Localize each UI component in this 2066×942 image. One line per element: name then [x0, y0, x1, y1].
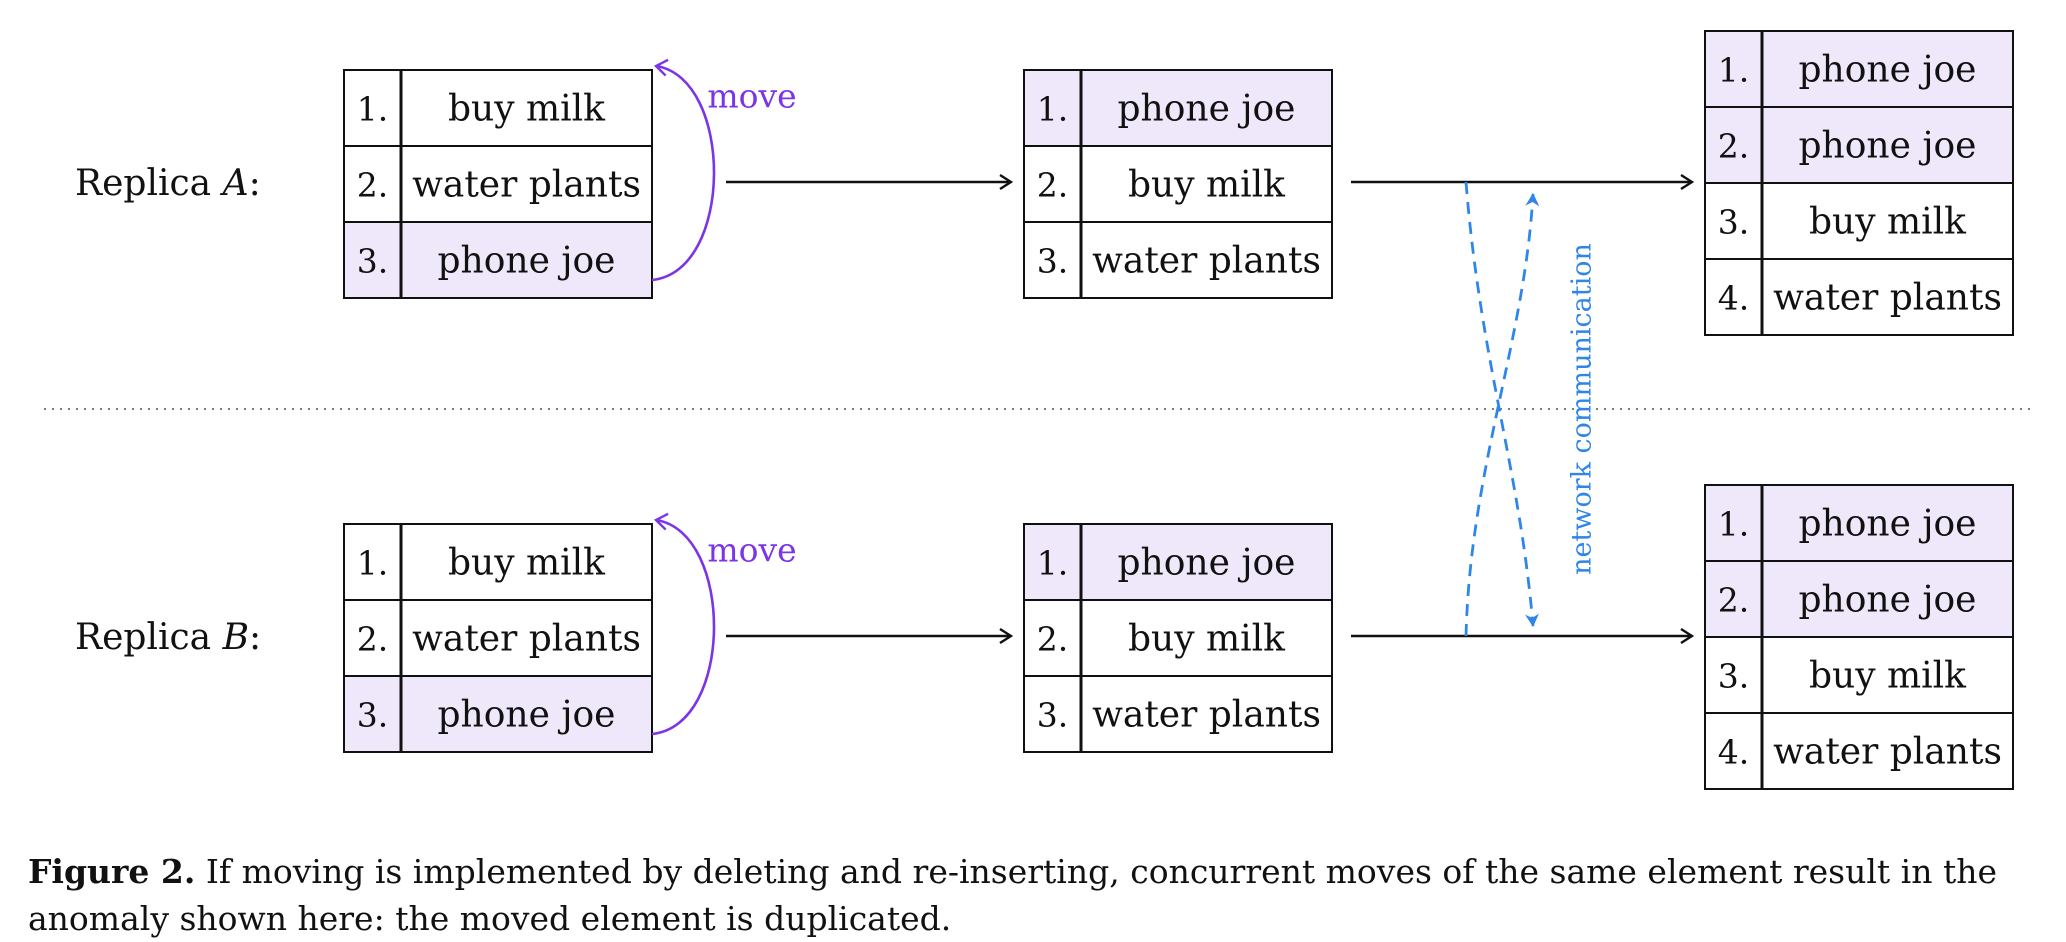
- list-item-text: buy milk: [1128, 619, 1286, 660]
- caption-lead: Figure 2.: [28, 852, 196, 891]
- network-arrow-b-to-a: [1464, 193, 1540, 637]
- move-arrow: [651, 512, 716, 736]
- list-item-number: 4.: [1718, 279, 1750, 318]
- list-item-number: 3.: [1718, 203, 1750, 242]
- list-item-number: 3.: [1718, 657, 1750, 696]
- list-item-text: water plants: [1092, 241, 1321, 282]
- list-item-text: buy milk: [448, 89, 606, 130]
- replica-label-variable: A: [220, 163, 249, 204]
- list-item-number: 2.: [1718, 127, 1750, 166]
- list-cell-text-bg: [400, 523, 653, 601]
- list-table: 1. buy milk 2. water plants 3. phone joe: [343, 523, 653, 753]
- list-cell-num-bg: [343, 221, 402, 299]
- list-item-text: water plants: [412, 165, 641, 206]
- network-label: network communication: [1567, 243, 1598, 575]
- replica-label-suffix: :: [249, 163, 261, 204]
- list-item-number: 3.: [357, 242, 389, 281]
- list-item-text: buy milk: [1809, 202, 1967, 243]
- list-cell-num-bg: [343, 599, 402, 677]
- list-cell-num-bg: [1023, 523, 1082, 601]
- list-cell-num-bg: [1704, 106, 1763, 184]
- list-cell-num-bg: [343, 69, 402, 147]
- replica-label: Replica B:: [75, 617, 261, 658]
- list-item-text: water plants: [1773, 732, 2002, 773]
- replica-label-prefix: Replica: [75, 617, 223, 658]
- replication-diagram: 1. buy milk 2. water plants 3. phone joe 1. pho…: [44, 30, 2034, 790]
- list-cell-text-bg: [1761, 30, 2014, 108]
- list-item-number: 3.: [357, 696, 389, 735]
- list-cell-text-bg: [1761, 484, 2014, 562]
- list-item-text: phone joe: [438, 241, 616, 282]
- move-arrow: [651, 58, 716, 282]
- list-cell-num-bg: [343, 675, 402, 753]
- list-table: 1. buy milk 2. water plants 3. phone joe: [343, 69, 653, 299]
- list-item-text: phone joe: [438, 695, 616, 736]
- list-cell-text-bg: [1761, 636, 2014, 714]
- list-cell-text-bg: [1761, 182, 2014, 260]
- move-label: move: [707, 77, 796, 116]
- list-cell-num-bg: [1704, 182, 1763, 260]
- list-cell-num-bg: [1023, 221, 1082, 299]
- list-item-text: phone joe: [1118, 543, 1296, 584]
- list-cell-text-bg: [1080, 675, 1333, 753]
- replica-label-suffix: :: [249, 617, 261, 658]
- list-item-number: 1.: [1037, 90, 1069, 129]
- list-cell-text-bg: [1080, 145, 1333, 223]
- list-item-text: phone joe: [1118, 89, 1296, 130]
- list-cell-num-bg: [343, 523, 402, 601]
- list-cell-text-bg: [400, 145, 653, 223]
- list-item-number: 3.: [1037, 242, 1069, 281]
- list-item-text: buy milk: [1809, 656, 1967, 697]
- replica-label-prefix: Replica: [75, 163, 223, 204]
- list-cell-text-bg: [1080, 523, 1333, 601]
- list-item-text: buy milk: [1128, 165, 1286, 206]
- list-cell-text-bg: [400, 675, 653, 753]
- network-arrow-a-to-b: [1464, 181, 1539, 627]
- list-item-number: 3.: [1037, 696, 1069, 735]
- list-item-text: water plants: [1092, 695, 1321, 736]
- list-item-number: 1.: [357, 90, 389, 129]
- list-item-number: 4.: [1718, 733, 1750, 772]
- list-cell-text-bg: [1761, 712, 2014, 790]
- list-item-text: buy milk: [448, 543, 606, 584]
- list-item-number: 2.: [1718, 581, 1750, 620]
- list-table: 1. phone joe 2. phone joe 3. buy milk 4. water …: [1704, 30, 2014, 336]
- list-table: 1. phone joe 2. buy milk 3. water plants: [1023, 69, 1333, 299]
- list-item-number: 2.: [1037, 166, 1069, 205]
- list-item-number: 1.: [1037, 544, 1069, 583]
- replica-label: Replica A:: [75, 163, 261, 204]
- list-cell-text-bg: [1080, 221, 1333, 299]
- list-item-number: 2.: [357, 166, 389, 205]
- list-cell-num-bg: [1023, 145, 1082, 223]
- list-table: 1. phone joe 2. phone joe 3. buy milk 4. water …: [1704, 484, 2014, 790]
- list-table: 1. phone joe 2. buy milk 3. water plants: [1023, 523, 1333, 753]
- list-item-text: phone joe: [1799, 50, 1977, 91]
- replica-label-variable: B: [222, 617, 249, 658]
- list-cell-text-bg: [400, 599, 653, 677]
- caption-text: If moving is implemented by deleting and…: [28, 852, 1998, 938]
- list-item-text: phone joe: [1799, 504, 1977, 545]
- figure-caption: Figure 2. If moving is implemented by de…: [28, 848, 2048, 942]
- list-item-text: phone joe: [1799, 126, 1977, 167]
- list-item-number: 2.: [1037, 620, 1069, 659]
- list-item-number: 2.: [357, 620, 389, 659]
- move-label: move: [707, 531, 796, 570]
- list-item-text: phone joe: [1799, 580, 1977, 621]
- list-item-number: 1.: [1718, 505, 1750, 544]
- list-item-text: water plants: [1773, 278, 2002, 319]
- list-cell-text-bg: [400, 69, 653, 147]
- list-item-number: 1.: [357, 544, 389, 583]
- list-item-number: 1.: [1718, 51, 1750, 90]
- list-item-text: water plants: [412, 619, 641, 660]
- list-cell-text-bg: [1080, 69, 1333, 147]
